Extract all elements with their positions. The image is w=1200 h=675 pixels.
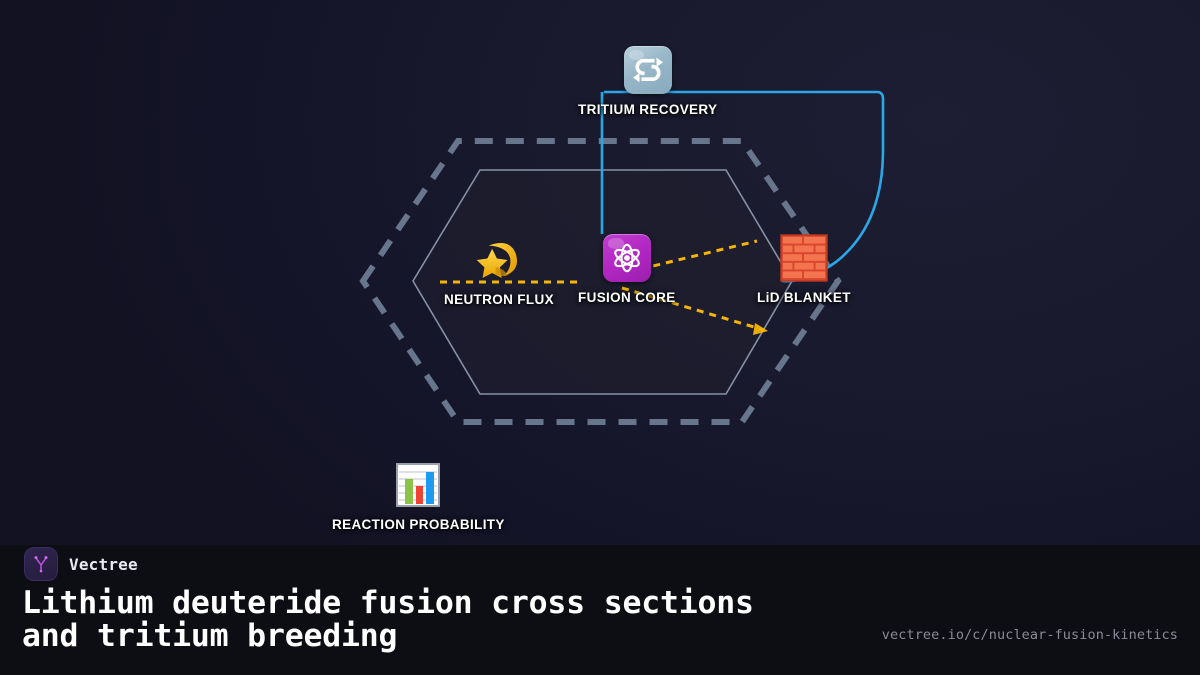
page-title: Lithium deuteride fusion cross sections …	[22, 585, 754, 654]
node-neutron-flux[interactable]: NEUTRON FLUX	[444, 236, 554, 307]
edge-core-to-blanket	[627, 239, 758, 274]
node-label-tritium-recovery: TRITIUM RECOVERY	[578, 102, 718, 117]
brand-row: Vectree	[24, 547, 138, 581]
brand-name: Vectree	[69, 554, 138, 574]
node-reaction-probability[interactable]: REACTION PROBABILITY	[332, 461, 505, 532]
brick-wall-icon	[780, 234, 828, 282]
source-url: vectree.io/c/nuclear-fusion-kinetics	[881, 627, 1178, 643]
dizzy-star-icon	[475, 236, 523, 284]
swap-arrows-icon	[623, 46, 672, 94]
footer-bar: Vectree Lithium deuteride fusion cross s…	[0, 545, 1200, 675]
bar-chart-icon	[394, 461, 442, 509]
edge-core-to-outflow	[621, 286, 765, 332]
fusion-diagram: TRITIUM RECOVERY	[332, 46, 885, 532]
node-tritium-recovery[interactable]: TRITIUM RECOVERY	[578, 46, 717, 117]
node-label-neutron-flux: NEUTRON FLUX	[444, 292, 554, 307]
node-label-fusion-core: FUSION CORE	[578, 290, 676, 305]
edge-outflow-arrowhead	[753, 323, 768, 335]
atom-icon	[602, 234, 651, 282]
node-fusion-core[interactable]: FUSION CORE	[578, 234, 676, 305]
node-label-lid-blanket: LiD BLANKET	[757, 290, 851, 305]
node-label-reaction-probability: REACTION PROBABILITY	[332, 517, 505, 532]
containment-outer-hexagon	[359, 138, 842, 425]
vectree-logo-icon	[24, 547, 58, 581]
node-lid-blanket[interactable]: LiD BLANKET	[757, 234, 851, 305]
